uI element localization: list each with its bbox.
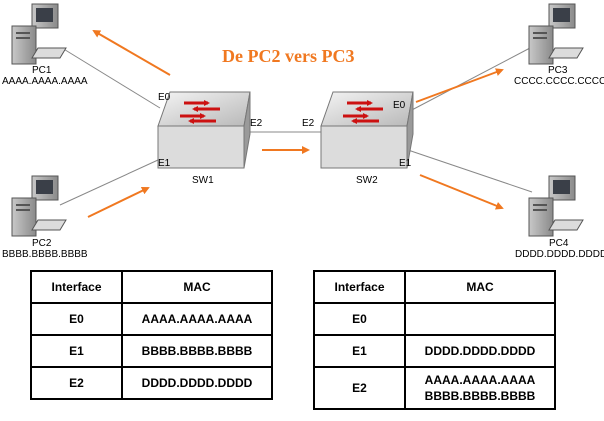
sw2-port-e1: E1 [399, 158, 412, 169]
cell-interface: E2 [30, 366, 123, 400]
pc2-name: PC2 [32, 238, 52, 249]
switch-sw1-icon [157, 91, 251, 169]
pc4-name: PC4 [549, 238, 569, 249]
cell-mac: AAAA.AAAA.AAAA BBBB.BBBB.BBBB [404, 366, 556, 410]
mac-value: BBBB.BBBB.BBBB [424, 389, 536, 403]
cell-interface: E1 [313, 334, 406, 368]
link-sw2-pc3 [407, 47, 531, 113]
link-pc1-sw1 [61, 47, 161, 109]
network-diagram: De PC2 vers PC3 [2, 3, 604, 260]
sw2-mac-table: Interface MAC E0 E1 DDDD.DDDD.DDDD E2 AA… [313, 270, 556, 410]
mac-value: AAAA.AAAA.AAAA [141, 312, 253, 326]
flow-arrow-to-pc1 [92, 29, 171, 76]
table-row: E0 AAAA.AAAA.AAAA [30, 302, 273, 336]
mac-value: AAAA.AAAA.AAAA [424, 373, 536, 387]
header-interface: Interface [30, 270, 123, 304]
table-row: E2 AAAA.AAAA.AAAA BBBB.BBBB.BBBB [313, 366, 556, 410]
table-header-row: Interface MAC [30, 270, 273, 304]
table-row: E2 DDDD.DDDD.DDDD [30, 366, 273, 400]
cell-mac: DDDD.DDDD.DDDD [404, 334, 556, 368]
flow-arrow-to-pc3 [415, 68, 504, 103]
header-mac: MAC [121, 270, 273, 304]
cell-mac: BBBB.BBBB.BBBB [121, 334, 273, 368]
table-row: E1 DDDD.DDDD.DDDD [313, 334, 556, 368]
mac-value: BBBB.BBBB.BBBB [141, 344, 253, 358]
table-row: E0 [313, 302, 556, 336]
header-interface: Interface [313, 270, 406, 304]
sw1-port-e0: E0 [158, 92, 171, 103]
sw2-name: SW2 [356, 175, 378, 186]
pc1-mac: AAAA.AAAA.AAAA [2, 76, 88, 87]
link-pc2-sw1 [59, 159, 159, 206]
cell-interface: E0 [313, 302, 406, 336]
sw2-port-e2: E2 [302, 118, 315, 129]
cell-mac: DDDD.DDDD.DDDD [121, 366, 273, 400]
cell-interface: E2 [313, 366, 406, 410]
mac-value: DDDD.DDDD.DDDD [141, 376, 253, 390]
pc4-icon [528, 175, 584, 237]
table-row: E1 BBBB.BBBB.BBBB [30, 334, 273, 368]
cell-mac [404, 302, 556, 336]
sw1-name: SW1 [192, 175, 214, 186]
pc1-name: PC1 [32, 65, 52, 76]
sw2-port-e0: E0 [393, 100, 406, 111]
cell-interface: E1 [30, 334, 123, 368]
diagram-title: De PC2 vers PC3 [222, 46, 354, 66]
cell-mac: AAAA.AAAA.AAAA [121, 302, 273, 336]
sw1-port-e1: E1 [158, 158, 171, 169]
pc3-mac: CCCC.CCCC.CCCC [514, 76, 604, 87]
switch-sw2-icon [320, 91, 414, 169]
flow-arrow-to-pc4 [419, 174, 504, 210]
mac-value: DDDD.DDDD.DDDD [424, 344, 536, 358]
pc2-icon [11, 175, 67, 237]
table-header-row: Interface MAC [313, 270, 556, 304]
pc3-icon [528, 3, 584, 65]
cell-interface: E0 [30, 302, 123, 336]
sw1-mac-table: Interface MAC E0 AAAA.AAAA.AAAA E1 BBBB.… [30, 270, 273, 400]
pc3-name: PC3 [548, 65, 568, 76]
flow-arrow-pc2-to-sw1 [87, 187, 150, 218]
pc1-icon [11, 3, 67, 65]
sw1-port-e2: E2 [250, 118, 263, 129]
pc4-mac: DDDD.DDDD.DDDD [515, 249, 604, 260]
header-mac: MAC [404, 270, 556, 304]
link-sw2-pc4 [407, 149, 533, 193]
pc2-mac: BBBB.BBBB.BBBB [2, 249, 88, 260]
